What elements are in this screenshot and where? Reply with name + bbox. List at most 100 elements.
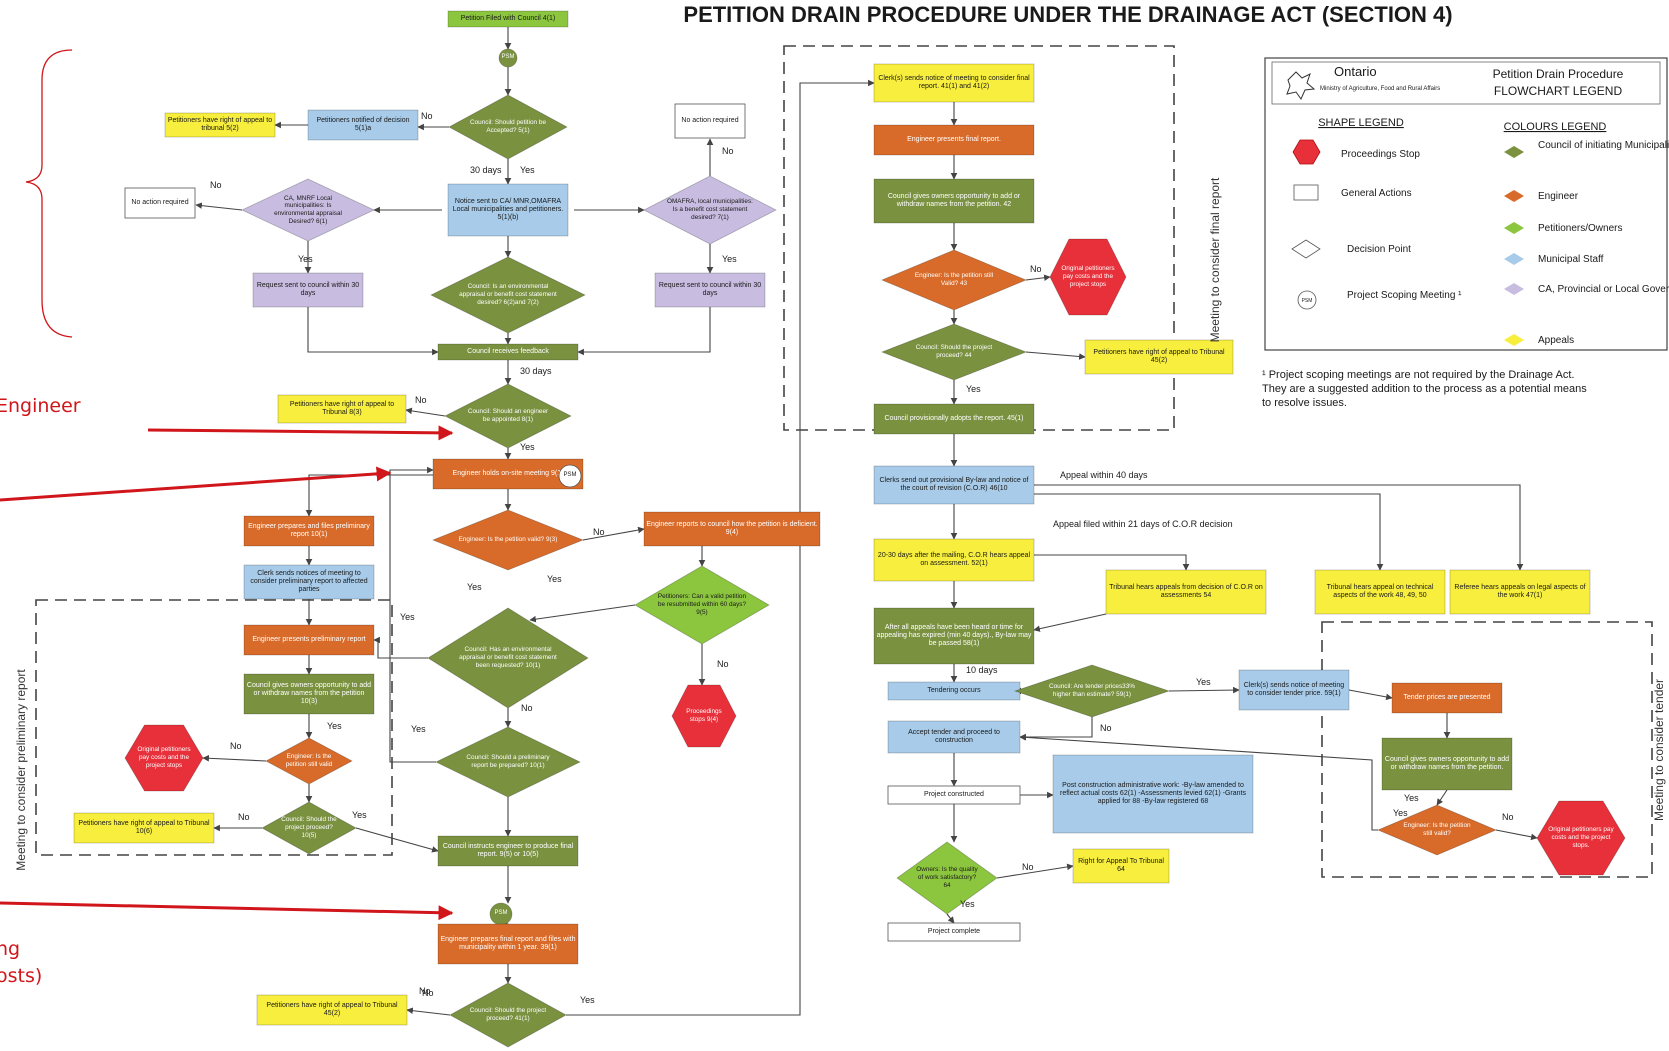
psm-circle-icon <box>1297 290 1317 310</box>
node-n29: Tribunal hears appeal on technical aspec… <box>1314 569 1446 615</box>
diagram-title: PETITION DRAIN PROCEDURE UNDER THE DRAIN… <box>683 2 1452 27</box>
node-text-box: Council: Has an environmental appraisal … <box>459 646 557 668</box>
node-text-box: Council: Should an engineer be appointed… <box>468 408 548 423</box>
edge-label-e4: No <box>210 180 222 190</box>
edge-label-e34: No <box>1502 812 1514 822</box>
node-h3: Original petitioners pay costs and the p… <box>1049 238 1127 316</box>
node-shape-rect <box>1391 682 1503 714</box>
connector-69 <box>946 913 955 924</box>
node-d16: Engineer: Is the petition still valid? <box>1376 804 1498 856</box>
node-shape-rect <box>277 394 407 424</box>
node-label: Engineer: Is the petition still valid? <box>1403 822 1471 837</box>
node-text-box: Referee hears appeals on legal aspects o… <box>1454 584 1585 599</box>
node-label: Original petitioners pay costs and the p… <box>137 746 191 769</box>
node-shape-rect <box>674 103 746 139</box>
node-text-box: Request sent to council within 30 days <box>659 282 761 297</box>
node-label: Project complete <box>927 927 981 935</box>
node-h4: Original petitioners pay costs and the p… <box>1536 800 1626 876</box>
node-d1: Council: Should petition be Accepted? 5(… <box>448 94 568 160</box>
node-psm2: PSM <box>558 464 582 488</box>
edge-label-e30: Yes <box>1196 677 1211 687</box>
colour-legend-2: Petitioners/Owners <box>1538 223 1622 234</box>
connector-61 <box>1436 789 1448 806</box>
connector-58 <box>1168 686 1240 694</box>
node-text-box: Petitioners notified of decision 5(1)a <box>317 117 410 132</box>
node-shape-diamond <box>643 175 777 245</box>
node-shape-rect <box>447 183 569 237</box>
node-label: Council provisionally adopts the report.… <box>884 414 1024 422</box>
node-shape-diamond <box>448 94 568 160</box>
edge-label-e18: No <box>230 741 242 751</box>
edge-label-e19: Yes <box>327 721 342 731</box>
node-d15: Council: Are tender prices33% higher tha… <box>1013 664 1171 718</box>
node-d11: Council: Should the project proceed? 10(… <box>261 801 357 855</box>
connector-19 <box>582 526 645 541</box>
group-label-preliminary: Meeting to consider preliminary report <box>14 669 28 871</box>
node-d10: Council: Should a preliminary report be … <box>435 726 581 798</box>
node-text-box: Clerks send out provisional By-law and n… <box>879 477 1028 492</box>
edge-label-e11: No <box>593 527 605 537</box>
node-shape-rect <box>887 922 1021 942</box>
node-n20: Petitioners have right of appeal to Trib… <box>256 994 408 1026</box>
node-d6: Engineer: Is the petition valid? 9(3) <box>431 509 585 571</box>
node-text-box: Post construction administrative work: -… <box>1060 782 1246 806</box>
node-text-box: Notice sent to CA/ MNR,OMAFRA Local muni… <box>453 198 564 222</box>
node-shape-diamond <box>896 841 998 915</box>
connector-45 <box>1025 274 1051 282</box>
node-shape-rect <box>1314 569 1446 615</box>
node-label: Petitioners have right of appeal to Trib… <box>78 819 210 835</box>
node-label: Petition Filed with Council 4(1) <box>460 14 556 22</box>
node-text-box: Tendering occurs <box>927 686 981 694</box>
node-text-box: Engineer: Is the petition still valid <box>286 753 333 768</box>
node-label: After all appeals have been heard or tim… <box>876 623 1032 648</box>
node-text-box: Original petitioners pay costs and the p… <box>1548 826 1613 848</box>
node-d9: Engineer: Is the petition still valid <box>265 737 353 785</box>
node-shape-diamond <box>880 323 1028 381</box>
node-n32: Tendering occurs <box>887 681 1021 701</box>
node-shape-rect <box>432 458 584 490</box>
node-n12: Engineer reports to council how the peti… <box>643 511 821 547</box>
node-text-box: PSM <box>501 54 514 60</box>
node-label: Request sent to council within 30 days <box>256 281 360 297</box>
edge-label-e10: Yes <box>520 442 535 452</box>
node-shape-rect <box>1449 569 1591 615</box>
node-label: Tender prices are presented <box>1403 693 1491 701</box>
node-text-box: Project constructed <box>924 791 984 798</box>
legend-ministry: Ministry of Agriculture, Food and Rural … <box>1320 86 1440 92</box>
node-shape-rect <box>873 403 1035 435</box>
ontario-logo-icon <box>1286 71 1316 101</box>
node-h1: Proceedings stops 9(4) <box>671 684 737 748</box>
edge-label-e6: No <box>722 146 734 156</box>
node-label: Proceedings stops 9(4) <box>686 708 722 723</box>
svg-text:PSM: PSM <box>1302 298 1313 304</box>
node-n24: Petitioners have right of appeal to Trib… <box>1084 339 1234 375</box>
red-annotations: Engineer ng osts) <box>0 395 454 987</box>
node-psm1: PSM <box>498 48 518 68</box>
node-n22: Engineer presents final report. <box>873 124 1035 156</box>
node-n9: Council receives feedback <box>437 343 579 361</box>
node-d5: Council: Should an engineer be appointed… <box>444 383 572 449</box>
meeting-group-box-0 <box>35 599 393 856</box>
node-d7: Petitioners: Can a valid petition be res… <box>634 565 770 645</box>
node-label: Tendering occurs <box>927 686 981 694</box>
node-label: Council: Should a preliminary report be … <box>466 754 550 769</box>
node-label: Clerk(s) sends notice of meeting to cons… <box>878 74 1030 90</box>
group-label-final: Meeting to consider final report <box>1208 177 1222 342</box>
node-shape-diamond <box>634 565 770 645</box>
connector-55 <box>1033 613 1107 632</box>
node-label: CA, MNRF Local municipalities: Is enviro… <box>274 194 342 225</box>
node-text-box: Petitioners have right of appeal to Trib… <box>1093 349 1224 364</box>
node-n6: No action required <box>674 103 746 139</box>
node-text-box: Accept tender and proceed to constructio… <box>908 729 1000 744</box>
node-label: Council receives feedback <box>467 347 549 355</box>
node-n13: Engineer prepares and files preliminary … <box>243 515 375 547</box>
node-shape-diamond <box>430 256 586 334</box>
connector-33 <box>373 636 428 659</box>
node-text-box: Engineer: Is the petition still Valid? 4… <box>915 272 993 287</box>
edge-label-e5: Yes <box>298 254 313 264</box>
node-n1: Petition Filed with Council 4(1) <box>447 10 569 28</box>
node-n21: Clerk(s) sends notice of meeting to cons… <box>873 63 1035 103</box>
edge-label-e14: No <box>717 659 729 669</box>
node-n5: No action required <box>124 187 196 219</box>
node-text-box: Engineer prepares and files preliminary … <box>248 523 370 538</box>
